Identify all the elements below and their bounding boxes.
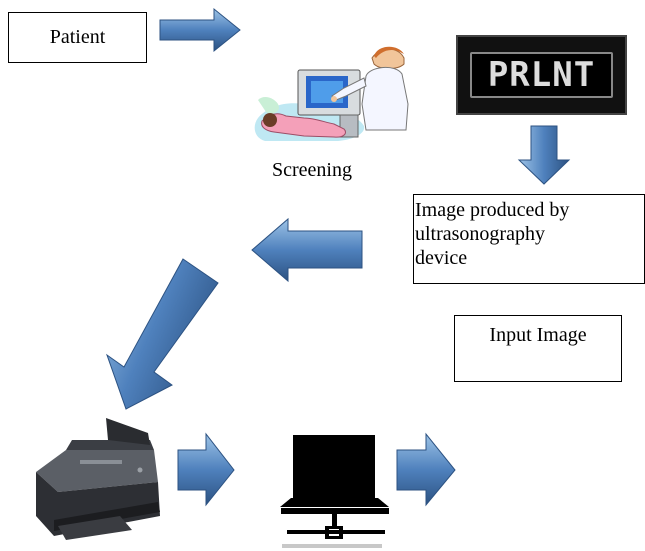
input-image-label: Input Image <box>489 324 587 346</box>
printer-scanner-icon <box>36 418 160 540</box>
arrow-printer-to-computer <box>177 432 235 507</box>
arrow-left <box>251 217 363 283</box>
input-image-box: Input Image <box>454 315 622 382</box>
arrow-patient-to-screening <box>159 7 241 53</box>
arrow-diagonal-down <box>106 258 219 410</box>
patient-label: Patient <box>49 26 106 48</box>
caption-line-2: ultrasonography <box>415 223 545 245</box>
screening-label: Screening <box>272 159 352 181</box>
print-sign: PRLNT <box>456 35 627 115</box>
image-caption-box: Image produced by ultrasonography device <box>413 194 645 284</box>
caption-line-1: Image produced by <box>415 199 570 221</box>
computer-network-icon <box>280 435 389 548</box>
screening-clipart-icon <box>254 46 409 141</box>
arrow-print-down <box>517 125 571 185</box>
arrow-computer-out <box>396 432 456 507</box>
print-sign-text: PRLNT <box>487 55 596 95</box>
caption-line-3: device <box>415 247 468 269</box>
patient-box: Patient <box>8 12 147 63</box>
